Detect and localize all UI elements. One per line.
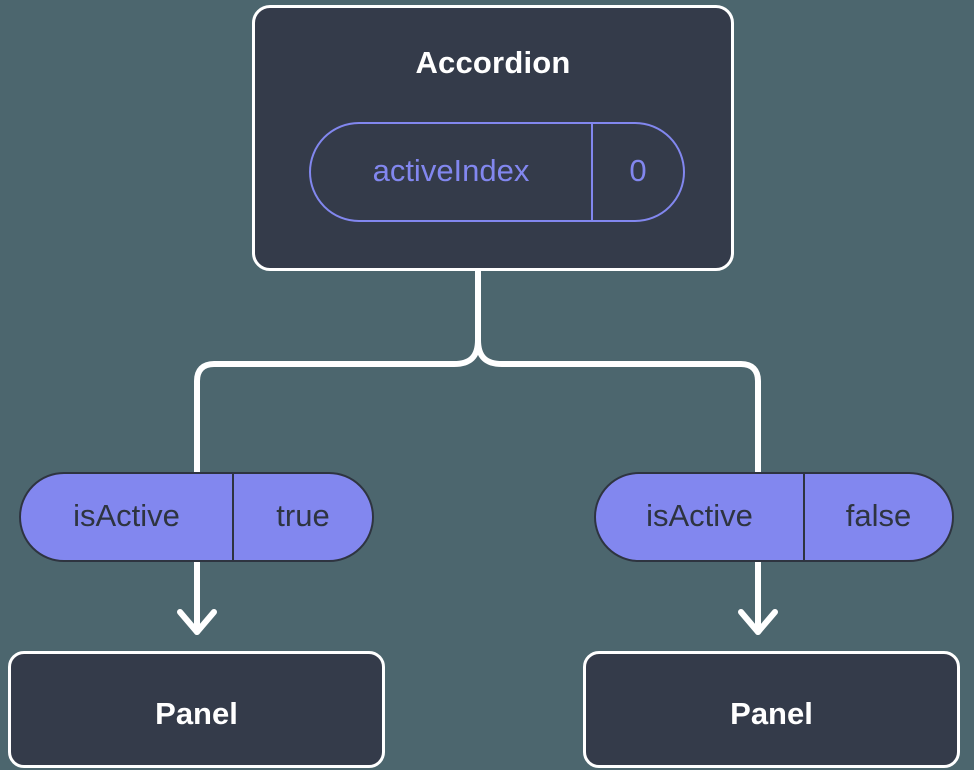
branch-prop-value-left: true bbox=[276, 498, 330, 533]
accordion-prop-key: activeIndex bbox=[311, 124, 593, 220]
fork-connector-left bbox=[194, 268, 481, 475]
arrow-down-icon-right bbox=[738, 609, 778, 635]
accordion-prop-pill[interactable]: activeIndex 0 bbox=[309, 122, 685, 222]
branch-prop-pill-left[interactable]: isActive true bbox=[19, 472, 374, 562]
branch-prop-key-left: isActive bbox=[21, 474, 234, 560]
fork-connector-right bbox=[475, 268, 761, 475]
accordion-prop-value: 0 bbox=[629, 153, 647, 188]
panel-node-right[interactable]: Panel bbox=[583, 651, 960, 768]
branch-prop-value-right: false bbox=[845, 498, 912, 533]
panel-title-right: Panel bbox=[730, 696, 813, 731]
panel-node-left[interactable]: Panel bbox=[8, 651, 385, 768]
branch-prop-pill-right[interactable]: isActive false bbox=[594, 472, 954, 562]
accordion-title: Accordion bbox=[415, 45, 571, 80]
accordion-node[interactable]: Accordion activeIndex 0 bbox=[252, 5, 734, 271]
branch-prop-key-right: isActive bbox=[596, 474, 805, 560]
arrow-down-icon-left bbox=[177, 609, 217, 635]
panel-title-left: Panel bbox=[155, 696, 238, 731]
